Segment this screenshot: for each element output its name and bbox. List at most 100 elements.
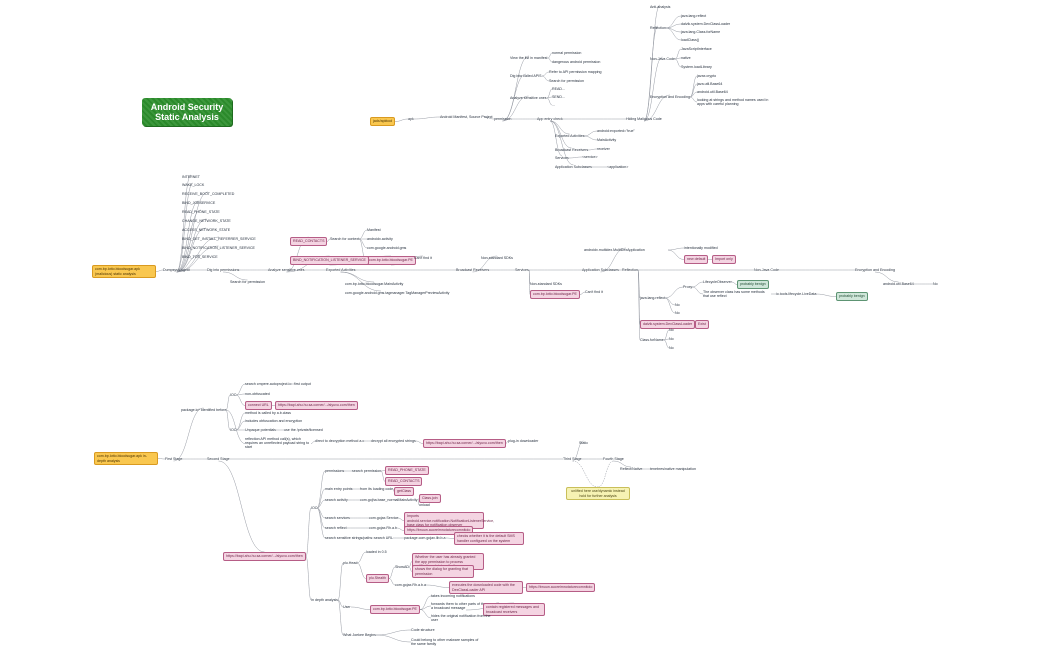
mindmap-node-m20: com.google.android.gms [367, 246, 407, 250]
mindmap-node-n7: View the list in manifest [510, 56, 548, 60]
mindmap-node-b47: search URL [374, 536, 393, 540]
mindmap-node-n2: apk [408, 117, 414, 121]
connector-n2-n3 [413, 116, 441, 120]
mindmap-node-b8: connect URL [245, 401, 272, 410]
connector-n5-n24 [549, 120, 574, 166]
connector-m2-m11 [176, 245, 219, 273]
mindmap-node-m49: probably benign [836, 292, 868, 301]
mindmap-node-b15: reflection API method call(s), which req… [245, 437, 310, 450]
mindmap-node-m40: Encryption and Encoding [855, 268, 895, 272]
mindmap-node-n8: normal permission [552, 51, 582, 55]
connector-n22-n23 [568, 156, 583, 159]
mindmap-node-n20: Broadcast Receivers [555, 148, 589, 152]
connector-m2-m3 [176, 174, 192, 273]
mindmap-node-m2: Dumpsys/Logcat [163, 268, 190, 272]
mindmap-node-m29: Services [515, 268, 529, 272]
connector-m2-m7 [176, 209, 202, 273]
mindmap-node-m31: com.bp.lotto.bloodsugar.PE [530, 290, 580, 299]
mindmap-node-m21: com.bp.lotto.bloodsugar.PE [366, 256, 416, 265]
mindmap-node-n15: SEND... [552, 95, 565, 99]
connector-b54-b56 [408, 566, 413, 572]
connector-m29-m31 [528, 269, 531, 295]
mindmap-node-b42: Imports android.service.notification.Not… [404, 512, 494, 530]
mindmap-node-b65: hides the original notification from the… [431, 614, 491, 623]
connector-b44-b45 [396, 527, 405, 531]
connector-n20-n21 [587, 148, 598, 151]
mindmap-node-b67: Code structure [411, 628, 435, 632]
connector-m17-m20 [358, 238, 368, 249]
mindmap-node-n19: MainActivity [597, 138, 617, 142]
mindmap-node-m22: Can't find it [414, 256, 432, 260]
mindmap-node-m38: Reflection [622, 268, 638, 272]
mindmap-node-n10: Dig into called APIS [510, 74, 542, 78]
connector-b28-b33 [316, 488, 326, 509]
mindmap-node-b20: Second Stage [207, 457, 230, 461]
connector-m2-m9 [176, 227, 207, 273]
mindmap-node-b40: search services [325, 516, 350, 520]
connector-b2-b3 [173, 407, 204, 462]
mindmap-node-n31: loadClass() [681, 38, 700, 42]
connector-b28-b43 [316, 507, 326, 529]
connector-b37-b39 [417, 499, 420, 506]
mindmap-node-b41: com.gojax.Service [369, 516, 399, 520]
mindmap-node-b33: main entry points [325, 487, 353, 491]
mindmap-node-n35: System.loadLibrary [681, 65, 712, 69]
mindmap-node-b6: first output [294, 382, 311, 386]
connector-m43-m44 [664, 286, 684, 299]
connector-b54-b55 [408, 561, 413, 568]
mindmap-node-b14: use the /private/licensed [284, 428, 323, 432]
mindmap-node-n3: Android Manifest, Source Project [440, 115, 493, 119]
mindmap-node-b38: Class.join [419, 494, 441, 503]
mindmap-node-b4: IOC [230, 393, 237, 397]
connector-b21-b23 [572, 440, 584, 462]
connector-m2-m12 [176, 254, 201, 273]
mindmap-node-b63: forwards them to other parts of the app … [431, 602, 501, 611]
connector-m2-m4 [176, 182, 194, 273]
connector-b50-b66 [337, 599, 344, 636]
mindmap-node-n39: android.util.Base64 [697, 90, 728, 94]
connector-b50-b51 [337, 562, 344, 601]
mindmap-node-m25: com.bp.lotto.bloodsugar.MainActivity [345, 282, 404, 286]
connector-m33-m34 [600, 247, 627, 273]
mindmap-node-n32: Non-Java Code [650, 57, 675, 61]
mindmap-node-m9: ACCESS_NETWORK_STATE [182, 228, 231, 232]
mindmap-node-m14: Search for permission [230, 280, 265, 284]
connector-n27-n28 [665, 15, 682, 29]
connector-m1-m2 [155, 269, 164, 272]
mindmap-node-b57: com.gojax.Rh.a.b.a [395, 583, 426, 587]
mindmap-node-m33: Application Subclasses [582, 268, 619, 272]
mindmap-node-b36: search activity [325, 498, 348, 502]
mindmap-node-m5: RECEIVE_BOOT_COMPLETED [182, 192, 235, 196]
mindmap-node-m50: No [675, 303, 680, 307]
connector-b57-b58 [425, 584, 450, 588]
mindmap-node-n5: App entry check [537, 117, 563, 121]
mindmap-node-b3: package.io* identified before [181, 408, 227, 412]
connector-n17-n19 [583, 135, 598, 141]
connector-b22-b26 [597, 460, 614, 488]
connector-m34-m35 [667, 247, 685, 251]
mindmap-node-b68: Could belong to other malware samples of… [411, 638, 479, 647]
mindmap-node-m54: Class.forName [640, 338, 664, 342]
connector-m2-m10 [176, 236, 220, 273]
connector-m54-m55 [663, 329, 670, 341]
title-line-2: Static Analysis [155, 112, 219, 122]
connector-b21-b26 [572, 460, 599, 488]
mindmap-node-m42: No [933, 282, 938, 286]
connector-m24-m25 [340, 271, 375, 283]
mindmap-node-b32: READ_CONTACTS [385, 477, 423, 486]
mindmap-node-b52: loaded in 0.5 [366, 550, 387, 554]
mindmap-node-n18: android:exported="true" [597, 129, 635, 133]
mindmap-node-n9: dangerous android permission [552, 60, 601, 64]
connector-m40-m41 [874, 271, 899, 283]
mindmap-node-m45: LifecycleObserver [703, 280, 732, 284]
mindmap-node-b50: In depth analysis [311, 598, 338, 602]
mindmap-node-m24: Exported Activities [326, 268, 356, 272]
connector-n1-n2 [394, 118, 409, 122]
mindmap-node-b28: IOC [311, 506, 318, 510]
mindmap-node-n36: Encryption and Encoding [650, 95, 690, 99]
connector-b48-b49 [445, 537, 455, 539]
mindmap-node-m23: BIND_NOTIFICATION_LISTENER_SERVICE [290, 256, 369, 265]
connector-b4-b5 [235, 383, 246, 396]
connector-m54-m57 [663, 339, 670, 349]
mindmap-node-b27: https://bapi.ahu.hu.sa.corner/.../alyuvu… [223, 552, 306, 561]
